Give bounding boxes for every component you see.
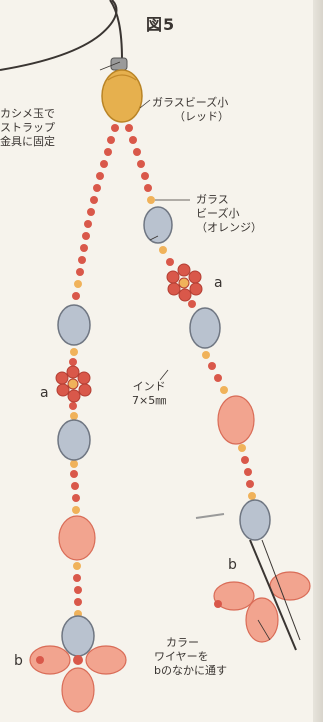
glass-bead-red-label: ガラスビーズ小 （レッド）: [152, 96, 229, 124]
motif-b-label-left: b: [14, 654, 23, 668]
indo-bead-label: インド 7×5㎜: [132, 380, 166, 408]
flower-motif-a: [167, 264, 202, 301]
flower-edge-bead: [214, 600, 222, 608]
glass-bead-orange-line2: ビーズ小: [196, 207, 262, 221]
glass-bead-orange-line1: ガラス: [196, 193, 262, 207]
wire-note-line1: カラー: [166, 636, 227, 650]
strap-cord: [0, 0, 116, 70]
clasp-note: カシメ玉で ストラップ 金具に固定: [0, 107, 55, 149]
leader-lines: [100, 62, 270, 640]
wire-note-line3: bのなかに通す: [154, 664, 227, 678]
clasp-note-line2: ストラップ: [0, 121, 55, 135]
cap-bead: [102, 70, 142, 122]
indo-bead: [240, 500, 270, 540]
crimp-bead: [111, 58, 127, 70]
drop-bead: [218, 396, 254, 444]
motif-b-label-right: b: [228, 558, 237, 572]
drop-bead: [59, 516, 95, 560]
glass-bead-red-line1: ガラスビーズ小: [152, 96, 229, 110]
flower-center: [73, 655, 83, 665]
indo-bead: [58, 420, 90, 460]
motif-a-label-left: a: [40, 386, 49, 400]
wire-note: カラー ワイヤーを bのなかに通す: [154, 636, 227, 678]
indo-bead: [144, 207, 172, 243]
figure-title: 図5: [146, 18, 175, 32]
indo-bead: [62, 616, 94, 656]
clasp-note-line1: カシメ玉で: [0, 107, 55, 121]
book-spine: [313, 0, 323, 722]
glass-bead-orange-line3: （オレンジ）: [196, 221, 262, 235]
clasp-note-line3: 金具に固定: [0, 135, 55, 149]
indo-bead: [190, 308, 220, 348]
motif-a-label-right: a: [214, 276, 223, 290]
flower-motif-a: [56, 366, 91, 402]
wire-note-line2: ワイヤーを: [154, 650, 227, 664]
glass-bead-red-line2: （レッド）: [174, 110, 229, 124]
flower-edge-bead: [36, 656, 44, 664]
indo-bead: [58, 305, 90, 345]
indo-bead-label-line1: インド: [132, 380, 166, 394]
indo-bead-label-line2: 7×5㎜: [132, 394, 166, 408]
arrow-mark: [196, 514, 224, 518]
glass-bead-orange-label: ガラス ビーズ小 （オレンジ）: [196, 193, 262, 235]
flower-motif-b: [214, 572, 310, 642]
